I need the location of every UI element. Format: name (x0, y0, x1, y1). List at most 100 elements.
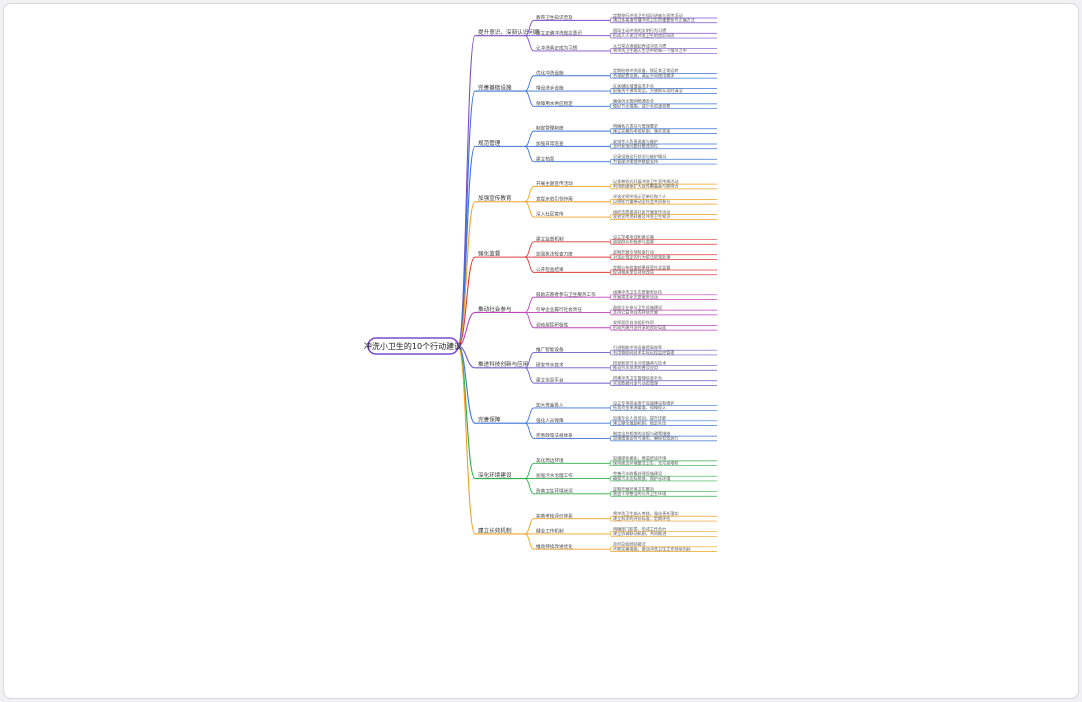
leaf-label[interactable]: 以榜样力量带动全社会共同参与 (613, 198, 670, 204)
leaf-label[interactable]: 促进相关单位持续改进 (613, 269, 654, 275)
leaf-label[interactable]: 研发新型节水冲洗器具与技术 (613, 359, 666, 365)
leaf-label[interactable]: 确保供水管网畅通安全 (613, 98, 654, 104)
leaf-label[interactable]: 明确各方责任与管理要求 (613, 123, 658, 129)
leaf-label[interactable]: 实现数据共享与动态管理 (613, 379, 658, 385)
topic-label[interactable]: 推动持续改进优化 (536, 543, 573, 550)
topic-label[interactable]: 教育卫生知识普及 (536, 14, 573, 21)
leaf-label[interactable]: 对违反规定的行为依法依规处理 (613, 253, 670, 259)
leaf-label[interactable]: 将冲洗卫生融入生活中的每一个细节之中 (613, 47, 687, 53)
leaf-label[interactable]: 建立完善的考核机制，落实奖惩 (613, 127, 670, 133)
branch-label[interactable]: 强化监督 (478, 250, 501, 258)
topic-label[interactable]: 加强污水治理工作 (536, 472, 573, 479)
topic-label[interactable]: 让冲洗真正成为习惯 (536, 45, 578, 52)
topic-label[interactable]: 研发节水技术 (536, 361, 564, 368)
leaf-label[interactable]: 确保污水达标排放，保护水环境 (613, 475, 670, 481)
leaf-label[interactable]: 定期开展环境卫生整治 (613, 485, 654, 491)
topic-label[interactable]: 鼓励志愿者参与卫生服务工作 (536, 291, 596, 298)
mind-map[interactable]: 提升意识，深刻认识问题 教育卫生知识普及 定期举行冲洗卫生知识讲座与宣传活动通过多渠… (4, 4, 1078, 698)
leaf-label[interactable]: 将冲洗卫生纳入考核，强化责任落实 (613, 510, 679, 516)
leaf-label[interactable]: 及时发现问题并整改到位 (613, 143, 658, 149)
leaf-label[interactable]: 支持公益项目的持续开展 (613, 309, 658, 315)
leaf-label[interactable]: 倡导主动冲洗的文明行为习惯 (613, 27, 666, 33)
leaf-label[interactable]: 利用物联网技术实现远程监控管理 (613, 349, 674, 355)
branch-label[interactable]: 推动社会参与 (478, 305, 512, 313)
leaf-label[interactable]: 加强政策宣传与落实，确保有效执行 (613, 435, 679, 441)
leaf-label[interactable]: 利用新媒体扩大宣传覆盖面与影响力 (613, 183, 679, 189)
topic-label[interactable]: 强化人员保障 (536, 417, 564, 424)
topic-label[interactable]: 树立正确冲洗观念意识 (536, 29, 582, 36)
branch-label[interactable]: 建立长效机制 (478, 526, 512, 534)
leaf-label[interactable]: 评选文明冲洗示范单位和个人 (613, 193, 666, 199)
topic-label[interactable]: 引导企业履行社会责任 (536, 306, 582, 313)
leaf-label[interactable]: 拓宽资金来源渠道，保障投入 (613, 404, 666, 410)
leaf-label[interactable]: 合理配置设施，满足不同使用需求 (613, 72, 674, 78)
leaf-label[interactable]: 做好节水措施，减少水资源浪费 (613, 102, 670, 108)
topic-label[interactable]: 增设洗手设施 (536, 85, 564, 92)
topic-label[interactable]: 推广智能设备 (536, 346, 564, 353)
leaf-label[interactable]: 建立协调联动机制，共同推进 (613, 530, 666, 536)
leaf-label[interactable]: 形成共建共治共享的良好局面 (613, 324, 666, 330)
topic-label[interactable]: 发挥示范引领作用 (536, 195, 573, 202)
topic-label[interactable]: 建立档案 (536, 155, 555, 162)
leaf-label[interactable]: 鼓励企业参与卫生设施建设 (613, 304, 662, 310)
leaf-label[interactable]: 制定出台相关的法规与政策措施 (613, 430, 670, 436)
leaf-label[interactable]: 通过多渠道传播冲洗卫生的重要性与正确方法 (613, 17, 695, 23)
branch-label[interactable]: 提升意识，深刻认识问题 (478, 28, 540, 36)
topic-label[interactable]: 改善卫生环境状况 (536, 487, 573, 494)
topic-label[interactable]: 公开检查结果 (536, 266, 564, 273)
leaf-label[interactable]: 及时总结经验做法 (613, 541, 646, 547)
leaf-label[interactable]: 设立举报电话和意见箱 (613, 233, 654, 239)
topic-label[interactable]: 完善考核评价体系 (536, 512, 573, 519)
leaf-label[interactable]: 组建冲洗卫生志愿服务队伍 (613, 289, 662, 295)
leaf-label[interactable]: 建立科学的评价标准，定期评估 (613, 515, 670, 521)
topic-label[interactable]: 完善政策法规体系 (536, 432, 573, 439)
branch-label[interactable]: 推进科技创新与应用 (478, 360, 528, 368)
branch-label[interactable]: 完善基础设施 (478, 83, 512, 91)
leaf-label[interactable]: 营造干净整洁的公共卫生环境 (613, 490, 666, 496)
leaf-label[interactable]: 保持周边环境整洁卫生，无垃圾堆积 (613, 459, 679, 465)
topic-label[interactable]: 健全工作机制 (536, 528, 564, 535)
branch-label[interactable]: 完善保障 (478, 416, 501, 424)
branch-label[interactable]: 深化环境建设 (478, 471, 512, 479)
leaf-label[interactable]: 发挥居民自治组织作用 (613, 319, 654, 325)
leaf-label[interactable]: 安排专人负责巡查与维护 (613, 138, 658, 144)
leaf-label[interactable]: 定期举行冲洗卫生知识讲座与宣传活动 (613, 12, 683, 18)
topic-label[interactable]: 优化冲洗设施 (536, 69, 564, 76)
leaf-label[interactable]: 明确部门职责，形成工作合力 (613, 525, 666, 531)
topic-label[interactable]: 开展主题宣传活动 (536, 180, 573, 187)
leaf-label[interactable]: 以多种形式开展冲洗卫生宣传周活动 (613, 178, 679, 184)
topic-label[interactable]: 调动居民积极性 (536, 321, 569, 328)
topic-label[interactable]: 制定管理制度 (536, 125, 564, 132)
leaf-label[interactable]: 配备洗手液等用品，方便群众及时清洁 (613, 87, 683, 93)
leaf-label[interactable]: 从日常点滴做起养成冲洗习惯 (613, 42, 666, 48)
leaf-label[interactable]: 发放宣传资料普及冲洗卫生知识 (613, 213, 670, 219)
topic-label[interactable]: 美化周边环境 (536, 457, 564, 464)
leaf-label[interactable]: 设立专项资金用于设施建设和维护 (613, 399, 674, 405)
branch-label[interactable]: 加强宣传教育 (478, 194, 512, 202)
leaf-label[interactable]: 记录设施运行状况与维护情况 (613, 153, 666, 159)
leaf-label[interactable]: 搭建冲洗卫生管理信息平台 (613, 375, 662, 381)
leaf-label[interactable]: 加强专业人员培训，提升技能 (613, 415, 666, 421)
topic-label[interactable]: 加大资金投入 (536, 402, 564, 409)
topic-label[interactable]: 深入社区宣传 (536, 211, 564, 218)
leaf-label[interactable]: 建立健全激励机制，稳定队伍 (613, 419, 666, 425)
leaf-label[interactable]: 加强绿化美化，营造舒适环境 (613, 455, 666, 461)
leaf-label[interactable]: 为管理决策提供数据支持 (613, 158, 658, 164)
leaf-label[interactable]: 组织志愿者进社区开展宣传活动 (613, 208, 670, 214)
leaf-label[interactable]: 形成人人关注冲洗卫生的良好风尚 (613, 32, 674, 38)
topic-label[interactable]: 建立监督机制 (536, 235, 564, 242)
leaf-label[interactable]: 不断完善措施，推动冲洗卫生工作持续向好 (613, 545, 691, 551)
leaf-label[interactable]: 定期开展专项检查行动 (613, 249, 654, 255)
leaf-label[interactable]: 推动节水技术的普及应用 (613, 364, 658, 370)
leaf-label[interactable]: 在关键区域增设洗手台 (613, 82, 654, 88)
topic-label[interactable]: 保障用水供应稳定 (536, 100, 573, 107)
branch-label[interactable]: 规范管理 (478, 139, 501, 147)
leaf-label[interactable]: 定期公布检查结果接受社会监督 (613, 264, 670, 270)
leaf-label[interactable]: 开展常态化志愿服务活动 (613, 293, 658, 299)
topic-label[interactable]: 加强执法检查力度 (536, 251, 573, 258)
root-node[interactable] (367, 337, 459, 355)
topic-label[interactable]: 加强日常巡查 (536, 140, 564, 147)
topic-label[interactable]: 建立信息平台 (536, 377, 564, 384)
leaf-label[interactable]: 定期检修冲洗设备，保证其正常运转 (613, 67, 679, 73)
leaf-label[interactable]: 完善污水收集处理设施建设 (613, 470, 662, 476)
